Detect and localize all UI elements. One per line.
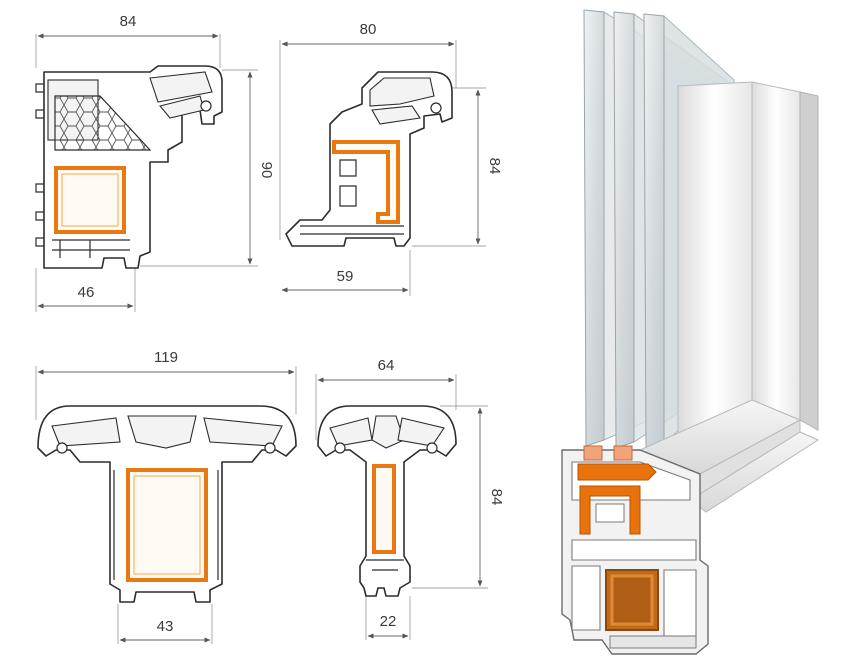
frame-sash-section: 84 90 46 xyxy=(35,13,275,312)
steel-reinforcement xyxy=(54,166,126,234)
dimension-bottom-22: 22 xyxy=(365,596,411,640)
sash-mid-chamber xyxy=(371,105,421,125)
dimension-right-90: 90 xyxy=(140,69,275,267)
dim-label-top: 84 xyxy=(120,13,137,30)
dimension-bottom-46: 46 xyxy=(35,268,136,312)
sash-vertical-face xyxy=(677,81,753,441)
glass-pane-2 xyxy=(613,11,635,449)
glass-pane-3 xyxy=(643,13,665,451)
gasket-seal-right xyxy=(426,442,438,454)
dimension-bottom-59: 59 xyxy=(281,250,411,296)
gasket-channel xyxy=(571,539,697,561)
foam-insulation-chamber xyxy=(54,95,152,151)
dimension-top-119: 119 xyxy=(35,349,297,420)
mullion-section: 119 43 xyxy=(35,349,297,644)
sash-top-chamber xyxy=(149,71,213,103)
frame-vertical-face xyxy=(751,81,801,421)
impost-center-chamber xyxy=(371,415,405,449)
spacer-bar-1 xyxy=(583,445,603,461)
dim-label-right: 90 xyxy=(258,162,275,179)
gasket-seal-left xyxy=(334,442,346,454)
sash-top-chamber xyxy=(369,77,435,107)
sash-steel-top xyxy=(577,463,657,481)
dimension-top-80: 80 xyxy=(279,21,457,240)
steel-reinforcement xyxy=(126,468,208,582)
steel-inner-edge xyxy=(61,173,119,227)
dim-label-top: 64 xyxy=(378,357,395,374)
frame-outer-chamber xyxy=(571,565,601,631)
sash-bottom-chambers xyxy=(300,225,404,235)
sash-steel-reinforcement xyxy=(579,485,641,535)
frame-mounting-ribs xyxy=(35,83,44,247)
window-corner-3d-render xyxy=(561,9,820,655)
dimension-right-84: 84 xyxy=(412,405,505,589)
dim-label-bottom: 46 xyxy=(78,284,95,301)
dim-label-right: 84 xyxy=(488,489,505,506)
glass-pane-1 xyxy=(583,9,605,447)
impost-section: 64 84 22 xyxy=(315,357,505,640)
frame-steel-inner xyxy=(610,574,654,626)
sash-inner-chamber xyxy=(595,503,625,523)
frame-inner-chamber xyxy=(663,569,697,641)
gasket-seal xyxy=(200,100,212,112)
mullion-left-chamber xyxy=(51,417,121,447)
frame-bottom-chambers xyxy=(52,239,130,258)
frame-outer-edge xyxy=(799,91,819,431)
gasket-seal-right xyxy=(264,442,276,454)
dimension-top-64: 64 xyxy=(315,357,457,440)
impost-bottom-chambers xyxy=(366,559,404,571)
frame-base-rib xyxy=(609,635,697,649)
gasket-seal xyxy=(430,102,442,114)
steel-inner-edge xyxy=(133,475,201,575)
dim-label-top: 119 xyxy=(154,349,178,366)
mullion-center-chamber xyxy=(127,415,197,449)
steel-reinforcement xyxy=(372,464,396,554)
mullion-side-walls xyxy=(113,470,219,580)
dimension-top-84: 84 xyxy=(35,13,221,68)
dim-label-bottom: 59 xyxy=(337,268,354,285)
spacer-bar-2 xyxy=(613,445,633,461)
dim-label-bottom: 22 xyxy=(380,613,397,630)
steel-reinforcement xyxy=(332,140,400,224)
dimension-bottom-43: 43 xyxy=(117,604,213,644)
dim-label-right: 84 xyxy=(486,158,503,175)
dim-label-bottom: 43 xyxy=(157,618,174,635)
dim-label-top: 80 xyxy=(360,21,377,38)
sash-section: 80 84 59 xyxy=(279,21,503,296)
gasket-seal-left xyxy=(56,442,68,454)
sash-small-chambers xyxy=(339,159,357,207)
